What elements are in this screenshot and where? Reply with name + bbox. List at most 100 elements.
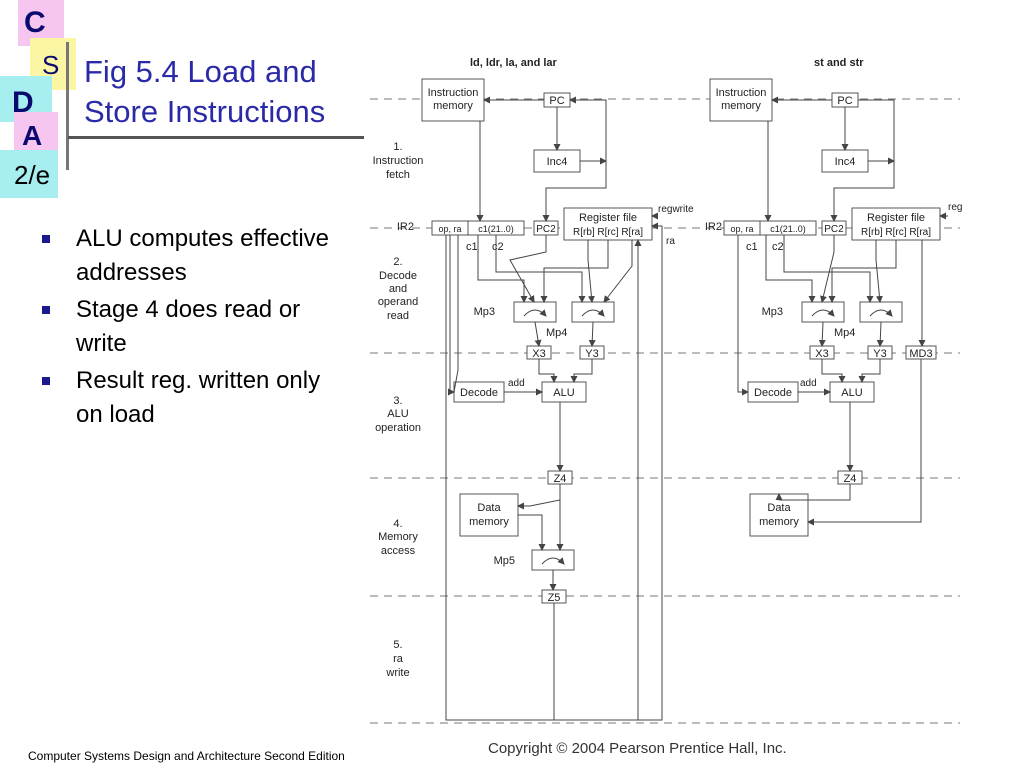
copyright-text: Copyright © 2004 Pearson Prentice Hall, …: [488, 740, 787, 757]
svg-text:c2: c2: [492, 241, 504, 253]
ir2-c1-field: [759, 220, 817, 236]
svg-text:Mp5: Mp5: [494, 555, 515, 567]
svg-text:Register file: Register file: [579, 212, 637, 224]
title-vertical-rule: [66, 42, 69, 170]
svg-text:c1: c1: [466, 241, 478, 253]
svg-text:R[rb] R[rc] R[ra]: R[rb] R[rc] R[ra]: [573, 227, 643, 238]
svg-text:Decode: Decode: [460, 387, 498, 399]
data-memory-box: [459, 493, 519, 537]
mp5-mux: [531, 549, 575, 571]
left-pipeline: Instruction memory PC Inc4 IR2 op, ra c1…: [397, 78, 694, 721]
svg-text:memory: memory: [469, 516, 509, 528]
svg-text:c1(21..0): c1(21..0): [770, 224, 806, 234]
svg-text:IR2: IR2: [705, 221, 722, 233]
svg-text:Decode: Decode: [754, 387, 792, 399]
svg-text:5.: 5.: [393, 639, 402, 651]
bullet-text: Result reg. written only on load: [76, 367, 321, 428]
slide-title-line-1: Fig 5.4 Load and: [84, 54, 317, 89]
bullet-item: Result reg. written only on load: [38, 364, 338, 432]
svg-text:Data: Data: [767, 502, 791, 514]
svg-text:Mp3: Mp3: [474, 306, 495, 318]
diagram-left-title: ld, ldr, la, and lar: [470, 57, 558, 69]
mp4-mux: [859, 301, 903, 323]
svg-text:Z4: Z4: [554, 473, 567, 485]
svg-text:Instruction: Instruction: [373, 155, 424, 167]
svg-text:fetch: fetch: [386, 169, 410, 181]
pipeline-diagram: ld, ldr, la, and lar st and str 1. Instr…: [370, 57, 962, 757]
svg-text:add: add: [508, 378, 525, 389]
svg-text:ALU: ALU: [841, 387, 862, 399]
svg-text:Inc4: Inc4: [547, 156, 568, 168]
svg-text:ra: ra: [666, 236, 675, 247]
svg-text:Memory: Memory: [378, 531, 418, 543]
register-file-box: [851, 207, 941, 241]
svg-text:Register file: Register file: [867, 212, 925, 224]
diagram-right-title: st and str: [814, 57, 864, 69]
stage-3-label: 3. ALU operation: [375, 395, 421, 434]
logo-square-cyan-lower: [0, 150, 58, 198]
svg-text:Mp4: Mp4: [546, 327, 567, 339]
svg-text:memory: memory: [433, 100, 473, 112]
svg-text:Mp3: Mp3: [762, 306, 783, 318]
svg-text:ALU: ALU: [387, 408, 408, 420]
svg-text:Instruction: Instruction: [716, 87, 767, 99]
svg-text:Z5: Z5: [548, 592, 561, 604]
svg-text:Data: Data: [477, 502, 501, 514]
svg-text:3.: 3.: [393, 395, 402, 407]
svg-text:PC2: PC2: [536, 224, 556, 235]
svg-text:IR2: IR2: [397, 221, 414, 233]
svg-text:op, ra: op, ra: [730, 224, 753, 234]
right-pipeline: Instruction memory PC Inc4 IR2 op, ra c1…: [705, 78, 962, 537]
logo-letter-c: C: [24, 6, 46, 39]
svg-text:add: add: [800, 378, 817, 389]
slide-title-line-2: Store Instructions: [84, 94, 326, 129]
svg-text:4.: 4.: [393, 518, 402, 530]
svg-text:and: and: [389, 283, 407, 295]
svg-text:X3: X3: [532, 348, 545, 360]
bullet-item: ALU computes effective addresses: [38, 222, 338, 290]
svg-text:PC2: PC2: [824, 224, 844, 235]
stage-5-label: 5. ra write: [385, 639, 409, 679]
mp3-mux: [513, 301, 557, 323]
instruction-memory-box: [709, 78, 773, 122]
svg-text:Mp4: Mp4: [834, 327, 855, 339]
data-memory-box: [749, 493, 809, 537]
svg-text:R[rb] R[rc] R[ra]: R[rb] R[rc] R[ra]: [861, 227, 931, 238]
square-bullet-icon: [42, 377, 50, 385]
svg-text:regwrite: regwrite: [948, 202, 962, 213]
svg-text:memory: memory: [721, 100, 761, 112]
svg-text:X3: X3: [815, 348, 828, 360]
svg-text:2.: 2.: [393, 256, 402, 268]
mp3-mux: [801, 301, 845, 323]
footer-text: Computer Systems Design and Architecture…: [28, 749, 345, 763]
svg-text:ra: ra: [393, 653, 404, 665]
svg-text:access: access: [381, 545, 416, 557]
stage-1-label: 1. Instruction fetch: [373, 141, 424, 181]
svg-text:Inc4: Inc4: [835, 156, 856, 168]
svg-text:c1: c1: [746, 241, 758, 253]
bullet-text: Stage 4 does read or write: [76, 296, 301, 357]
logo-letter-d: D: [12, 86, 34, 119]
svg-text:PC: PC: [549, 95, 564, 107]
svg-text:Y3: Y3: [873, 348, 886, 360]
svg-text:ALU: ALU: [553, 387, 574, 399]
bullet-list: ALU computes effective addresses Stage 4…: [38, 222, 338, 435]
logo-edition: 2/e: [14, 160, 51, 190]
bullet-item: Stage 4 does read or write: [38, 293, 338, 361]
square-bullet-icon: [42, 235, 50, 243]
mp4-mux: [571, 301, 615, 323]
svg-text:read: read: [387, 310, 409, 322]
slide-title: Fig 5.4 Load and Store Instructions: [84, 52, 374, 132]
svg-text:operand: operand: [378, 296, 418, 308]
svg-text:operation: operation: [375, 422, 421, 434]
svg-text:Z4: Z4: [844, 473, 857, 485]
stage-4-label: 4. Memory access: [378, 518, 418, 557]
svg-text:Y3: Y3: [585, 348, 598, 360]
logo-letter-a: A: [22, 120, 43, 151]
svg-text:PC: PC: [837, 95, 852, 107]
svg-text:op, ra: op, ra: [438, 224, 461, 234]
svg-text:Decode: Decode: [379, 270, 417, 282]
svg-text:c2: c2: [772, 241, 784, 253]
square-bullet-icon: [42, 306, 50, 314]
svg-text:write: write: [385, 667, 409, 679]
